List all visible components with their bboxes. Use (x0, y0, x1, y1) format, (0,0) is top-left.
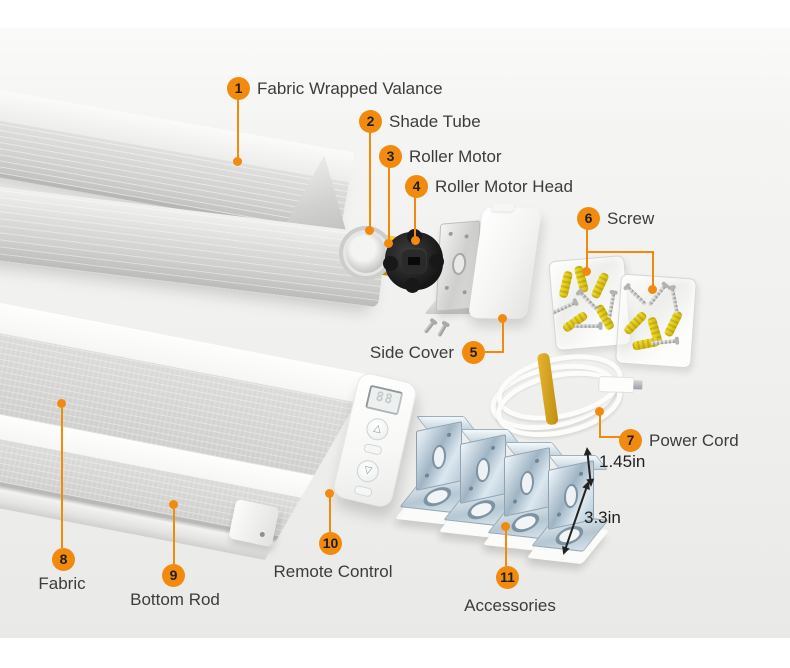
bracket-screw-dot (557, 512, 561, 517)
part-badge-2: 2 (359, 110, 382, 133)
part-label-1: Fabric Wrapped Valance (257, 79, 443, 98)
motor-head-lobe (383, 256, 398, 271)
connector-line (173, 509, 175, 564)
connector-line (61, 408, 63, 548)
bracket-screw-dot (579, 471, 583, 477)
part-badge-8: 8 (52, 548, 75, 571)
connector-line (369, 132, 371, 229)
remote-down-button: ▽ (354, 457, 381, 485)
motor-head-lobe (405, 278, 420, 293)
part-badge-1: 1 (227, 77, 250, 100)
connector-dot (325, 489, 334, 498)
connector-dot (582, 267, 591, 276)
connector-dot (498, 314, 507, 323)
part-badge-6: 6 (577, 207, 600, 230)
part-badge-10: 10 (319, 532, 342, 555)
part-badge-7: 7 (619, 429, 642, 452)
connector-dot (233, 157, 242, 166)
bracket-height-dimension: 1.45in (599, 452, 646, 471)
remote-setting-button (353, 484, 373, 498)
connector-dot (57, 399, 66, 408)
part-label-4: Roller Motor Head (435, 177, 573, 196)
part-badge-3: 3 (379, 145, 402, 168)
bracket-screw-dot (535, 458, 539, 464)
shade-tube-end-disc (339, 226, 393, 280)
remote-up-button: △ (364, 416, 391, 443)
connector-line (329, 497, 331, 532)
connector-dot (501, 522, 510, 531)
connector-dot (411, 236, 420, 245)
roller-motor-head-image (383, 229, 444, 293)
connector-line (586, 229, 588, 269)
connector-line (414, 197, 416, 239)
part-label-10: Remote Control (273, 562, 393, 581)
connector-line (652, 251, 654, 287)
down-arrow-icon: ▽ (362, 464, 373, 477)
connector-line (237, 99, 239, 159)
wall-anchor (663, 309, 684, 338)
connector-dot (365, 226, 374, 235)
part-label-9: Bottom Rod (130, 590, 220, 609)
wall-anchor (590, 271, 610, 300)
bracket-screw-dot (447, 432, 451, 438)
bracket-screw-dot (491, 445, 495, 451)
connector-dot (384, 239, 393, 248)
bracket-oval-hole (432, 443, 446, 471)
motor-head-lobe (429, 254, 444, 269)
part-badge-4: 4 (405, 175, 428, 198)
bracket-screw-dot (469, 486, 473, 491)
connector-line (485, 351, 504, 353)
part-label-3: Roller Motor (409, 147, 502, 166)
connector-dot (648, 285, 657, 294)
part-badge-11: 11 (496, 566, 519, 589)
up-arrow-icon: △ (372, 422, 383, 436)
part-label-5: Side Cover (369, 343, 454, 362)
part-badge-9: 9 (162, 564, 185, 587)
bracket-oval-hole (564, 482, 578, 510)
mounting-screw (626, 285, 648, 307)
part-label-7: Power Cord (649, 431, 739, 450)
bracket-screw-dot (425, 473, 429, 478)
connector-dot (169, 500, 178, 509)
plate-oval-hole (451, 252, 467, 276)
motor-head-center (401, 248, 427, 274)
remote-mode-button (363, 442, 383, 456)
bracket-depth-dimension: 3.3in (584, 508, 621, 527)
connector-line (502, 322, 504, 353)
part-badge-5: 5 (462, 341, 485, 364)
bracket-oval-hole (520, 469, 534, 497)
plate-hole (464, 234, 469, 239)
part-label-2: Shade Tube (389, 112, 481, 131)
connector-line (505, 530, 507, 566)
mounting-screw (607, 292, 616, 319)
plate-hole (444, 285, 449, 291)
bracket-screw-dot (513, 499, 517, 504)
connector-line (599, 414, 601, 438)
mounting-screw (574, 323, 600, 328)
part-label-8: Fabric (38, 574, 86, 593)
wall-anchor (558, 270, 574, 299)
plate-hole (462, 290, 467, 295)
side-cover-tab (491, 203, 515, 212)
remote-display: 88 (364, 384, 404, 416)
usb-plug (598, 375, 635, 394)
part-label-6: Screw (607, 209, 655, 228)
bracket-oval-hole (476, 456, 490, 484)
wall-anchor (622, 310, 648, 336)
connector-line (586, 251, 654, 253)
motor-head-slot (408, 257, 420, 265)
connector-line (388, 167, 390, 242)
connector-line (599, 436, 620, 438)
wall-anchor (561, 310, 589, 334)
mounting-screw (670, 288, 679, 314)
plate-hole (448, 231, 453, 237)
part-label-11: Accessories (464, 596, 556, 615)
connector-dot (595, 407, 604, 416)
mounting-screw (551, 300, 576, 315)
